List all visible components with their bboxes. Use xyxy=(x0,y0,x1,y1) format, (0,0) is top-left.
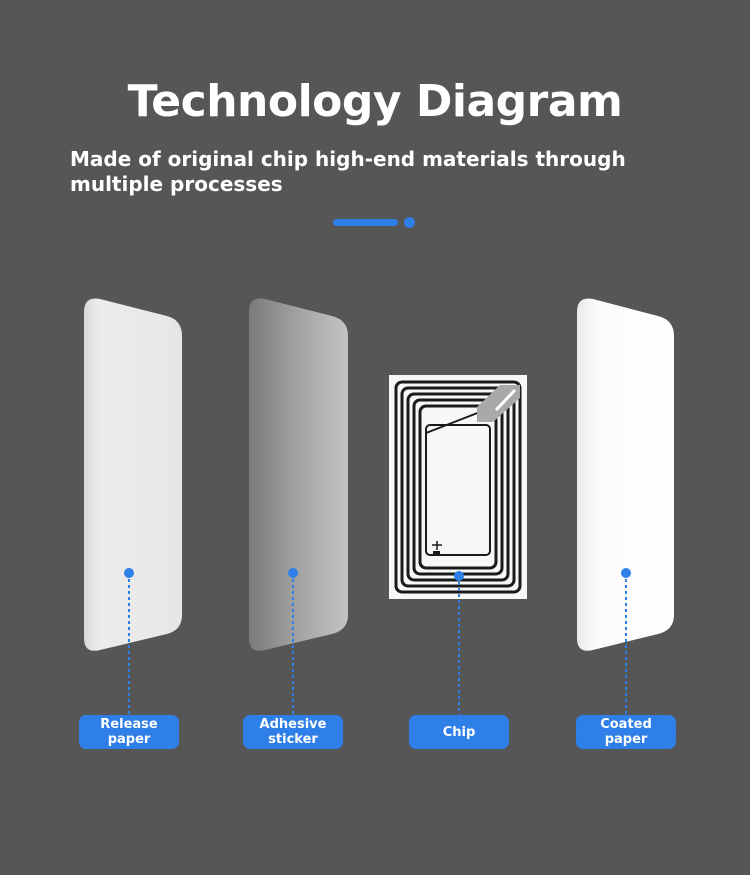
label-release-paper: Release paper xyxy=(79,715,179,749)
divider-bar xyxy=(333,219,398,226)
coated-paper-sheet xyxy=(577,298,674,651)
page-title: Technology Diagram xyxy=(127,76,623,127)
page-subtitle: Made of original chip high-end materials… xyxy=(70,147,626,196)
release-paper-connector xyxy=(124,568,134,716)
label-coated-paper: Coated paper xyxy=(576,715,676,749)
adhesive-sticker-connector xyxy=(288,568,298,716)
coated-paper-connector xyxy=(621,568,631,716)
release-paper-sheet xyxy=(84,298,182,651)
label-adhesive-sticker: Adhesive sticker xyxy=(243,715,343,749)
label-chip: Chip xyxy=(409,715,509,749)
chip-connector xyxy=(454,571,464,716)
divider-dot xyxy=(404,217,415,228)
adhesive-sticker-sheet xyxy=(249,298,348,651)
chip-inlay xyxy=(389,375,527,599)
